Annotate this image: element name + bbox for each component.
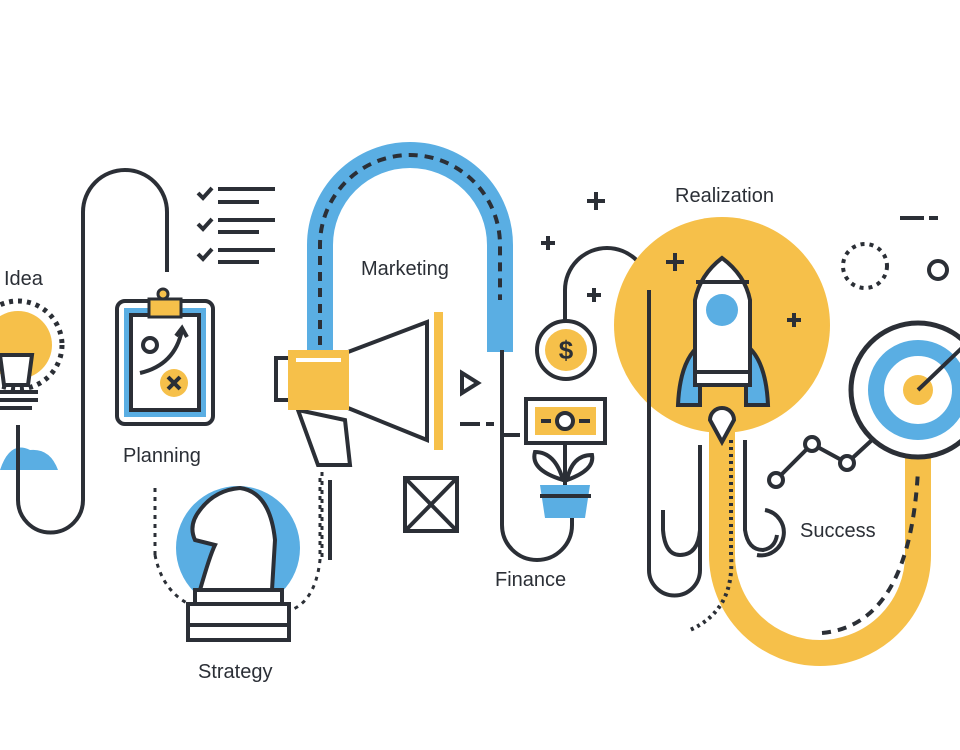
money-plant-icon: [532, 445, 595, 518]
label-strategy: Strategy: [198, 661, 272, 683]
label-finance: Finance: [495, 569, 566, 591]
play-triangle-icon: [460, 369, 482, 397]
target-icon: [848, 320, 960, 460]
banknote-icon: [524, 397, 607, 445]
label-marketing: Marketing: [361, 258, 449, 280]
connector-path-idea-planning: [16, 168, 169, 535]
marketing-arch-path: [307, 142, 513, 352]
megaphone-icon: [274, 312, 443, 560]
lightbulb-icon: [0, 298, 65, 500]
rocket-icon: [661, 255, 786, 558]
label-idea: Idea: [4, 268, 44, 290]
checklist-icon: [196, 186, 275, 264]
small-circle-decoration: [927, 259, 949, 281]
plus-decorations: [541, 192, 938, 327]
dollar-coin-icon: $: [535, 319, 597, 381]
label-success: Success: [800, 520, 876, 542]
svg-text:$: $: [559, 335, 574, 365]
dotted-circle-decoration: [841, 242, 889, 290]
label-realization: Realization: [675, 185, 774, 207]
label-planning: Planning: [123, 445, 201, 467]
clipboard-icon: [115, 287, 215, 426]
growth-chart-icon: [767, 435, 874, 489]
chess-knight-icon: [153, 478, 322, 642]
crossed-box-icon: [403, 476, 459, 533]
